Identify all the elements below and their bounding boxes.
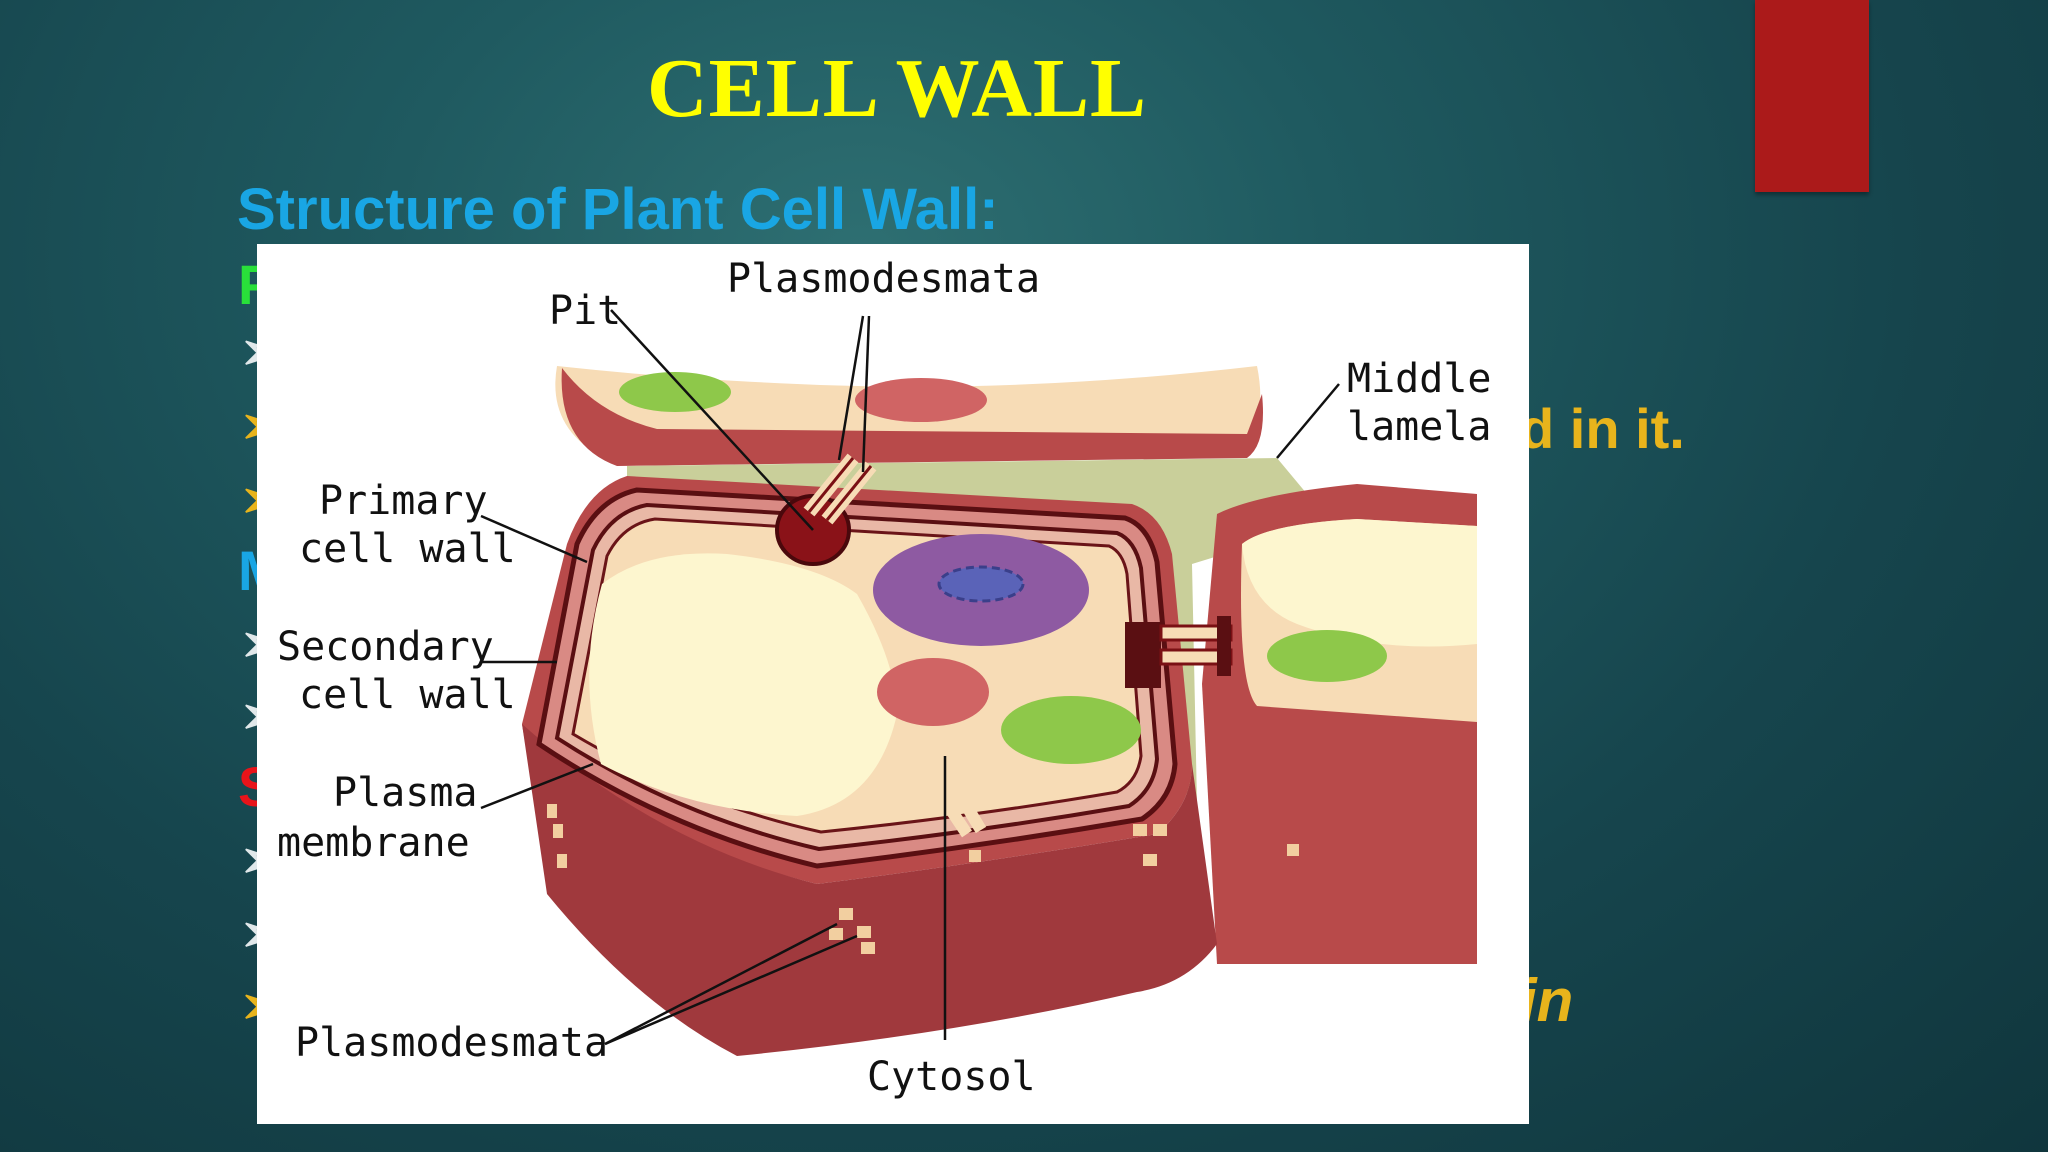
accent-bar: [1755, 0, 1869, 192]
chloroplast: [619, 372, 731, 412]
slide-subtitle: Structure of Plant Cell Wall:: [237, 177, 999, 242]
vacuole: [589, 553, 897, 816]
wall-pits: [547, 804, 1299, 954]
right-cell-vacuole: [1242, 519, 1477, 647]
label-primary-cell-wall-2: cell wall: [299, 526, 516, 572]
label-middle-lamela-1: Middle: [1347, 356, 1492, 402]
label-primary-cell-wall-1: Primary: [319, 478, 488, 524]
label-plasma-membrane-2: membrane: [277, 820, 470, 866]
label-plasmodesmata-bottom: Plasmodesmata: [295, 1020, 608, 1066]
main-cell-wall-side: [522, 724, 1217, 1056]
bullet-text-fragment: d in it.: [1520, 397, 1685, 460]
label-pit: Pit: [549, 288, 621, 334]
leader-lines: [480, 309, 1340, 1046]
label-cytosol: Cytosol: [867, 1054, 1036, 1100]
nucleolus: [937, 565, 1025, 603]
top-cell-wall: [561, 368, 1263, 466]
organelle: [877, 658, 989, 726]
chloroplast: [1267, 630, 1387, 682]
plasmodesmata-bottom: [942, 796, 987, 838]
label-secondary-cell-wall-2: cell wall: [299, 672, 516, 718]
label-secondary-cell-wall-1: Secondary: [277, 624, 494, 670]
slide-title: CELL WALL: [647, 42, 1147, 135]
plasmodesmata-right: [1125, 616, 1233, 688]
diagram-svg: Pit Plasmodesmata Middle lamela Primary …: [277, 256, 1492, 1100]
chloroplast: [1001, 696, 1141, 764]
label-middle-lamela-2: lamela: [1347, 404, 1492, 450]
label-plasma-membrane-1: Plasma: [333, 770, 478, 816]
cell-wall-diagram: Pit Plasmodesmata Middle lamela Primary …: [257, 244, 1529, 1124]
organelle: [855, 378, 987, 422]
plasmodesmata-top: [803, 453, 877, 525]
label-plasmodesmata-top: Plasmodesmata: [727, 256, 1040, 302]
